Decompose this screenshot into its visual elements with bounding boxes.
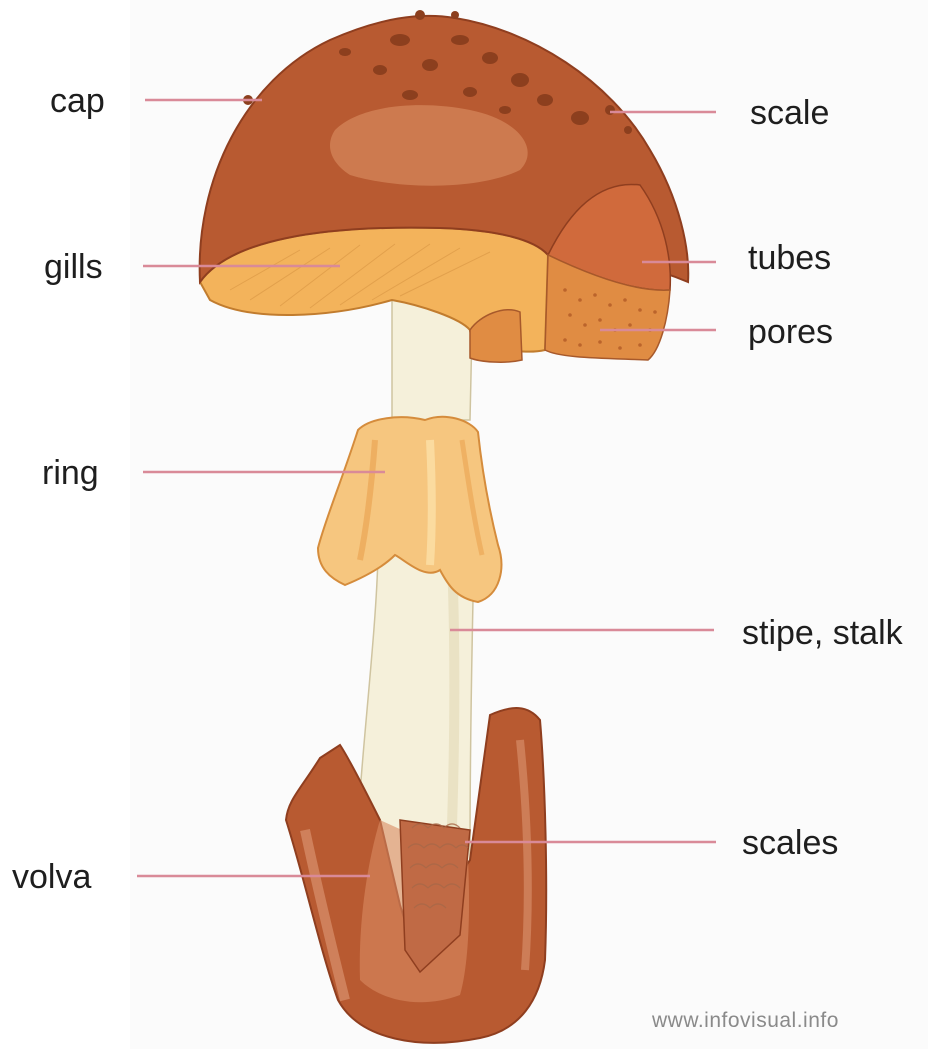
- label-gills: gills: [44, 250, 103, 284]
- label-stipe-stalk: stipe, stalk: [742, 616, 903, 650]
- label-volva: volva: [12, 860, 91, 894]
- label-ring: ring: [42, 456, 99, 490]
- label-scales: scales: [742, 826, 838, 860]
- label-cap: cap: [50, 84, 105, 118]
- label-tubes: tubes: [748, 241, 831, 275]
- label-pores: pores: [748, 315, 833, 349]
- label-scale: scale: [750, 96, 829, 130]
- watermark-text: www.infovisual.info: [652, 1010, 839, 1031]
